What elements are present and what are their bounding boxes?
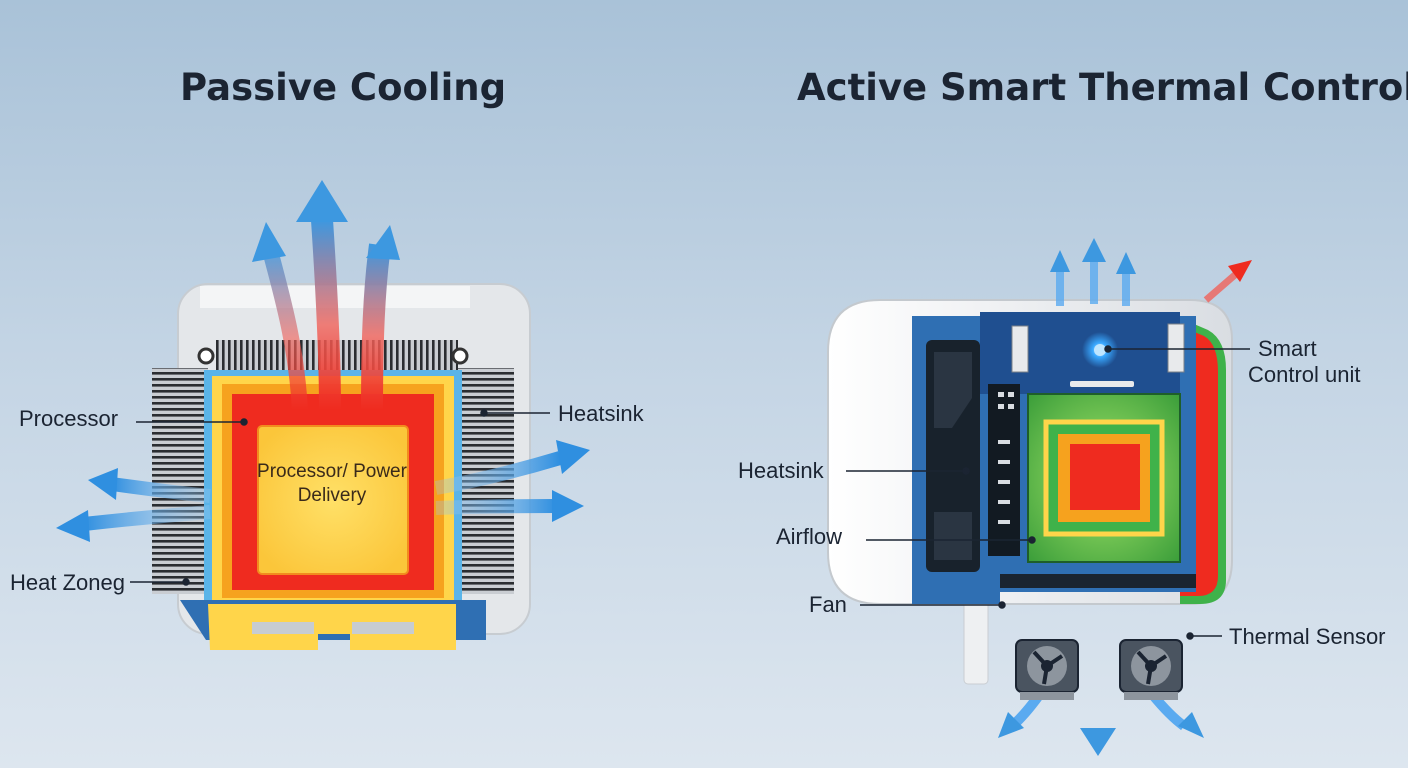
side-arrow-r2 (435, 499, 557, 515)
screw-right (451, 347, 469, 365)
label-heatsink-passive: Heatsink (558, 401, 644, 426)
driver-chip (988, 384, 1020, 556)
base-strip (1000, 574, 1196, 588)
bridge-bar (1070, 381, 1134, 387)
arrow-head-right (366, 225, 400, 260)
heat-rise-4 (262, 248, 308, 411)
passive-leaders (130, 409, 550, 586)
side-arrow-l2 (83, 505, 211, 531)
thermal-fan-left (1015, 639, 1079, 700)
label-airflow: Airflow (776, 524, 843, 549)
passive-side-arrows (56, 440, 590, 542)
screw-left (197, 347, 215, 365)
active-device (827, 299, 1233, 685)
thermal-fan-right (1119, 639, 1183, 700)
active-control-title: Active Smart Thermal Control (797, 66, 1408, 109)
side-arrow-r2-head (552, 490, 584, 522)
pad-left (252, 622, 314, 634)
label-processor: Processor (19, 406, 119, 431)
label-heat-zone: Heat Zoneg (10, 570, 125, 595)
active-leaders (846, 345, 1250, 640)
plug-prong (963, 595, 989, 685)
fan-blade-1 (934, 352, 972, 428)
clip-right (1167, 323, 1185, 373)
left-fins (152, 368, 208, 594)
processor-core (257, 425, 409, 575)
side-arrow-l1 (111, 477, 211, 503)
arrow-head-top (296, 180, 348, 222)
smart-control-led (1094, 344, 1106, 356)
processor-core-label: Processor/ Power Delivery (257, 461, 407, 506)
label-heatsink-active: Heatsink (738, 458, 824, 483)
passive-heat-arrows-up (252, 180, 400, 411)
hot-core (1070, 444, 1140, 510)
side-arrow-r1 (434, 451, 563, 495)
heat-rise-2 (311, 219, 341, 411)
passive-cooling-title: Passive Cooling (180, 66, 507, 109)
label-smart-control-unit: Smart Control unit (1248, 336, 1361, 387)
arrow-head-left (252, 222, 286, 262)
side-arrow-l1-head (88, 468, 118, 500)
side-arrow-r1-head (556, 440, 590, 474)
bottom-plate (208, 604, 456, 650)
side-arrow-l2-head (56, 510, 90, 542)
pad-right (352, 622, 414, 634)
label-thermal-sensor: Thermal Sensor (1229, 624, 1386, 649)
heat-rise-3 (361, 243, 391, 411)
clip-left (1011, 325, 1029, 373)
label-fan: Fan (809, 592, 847, 617)
fan-blade-2 (934, 512, 972, 560)
